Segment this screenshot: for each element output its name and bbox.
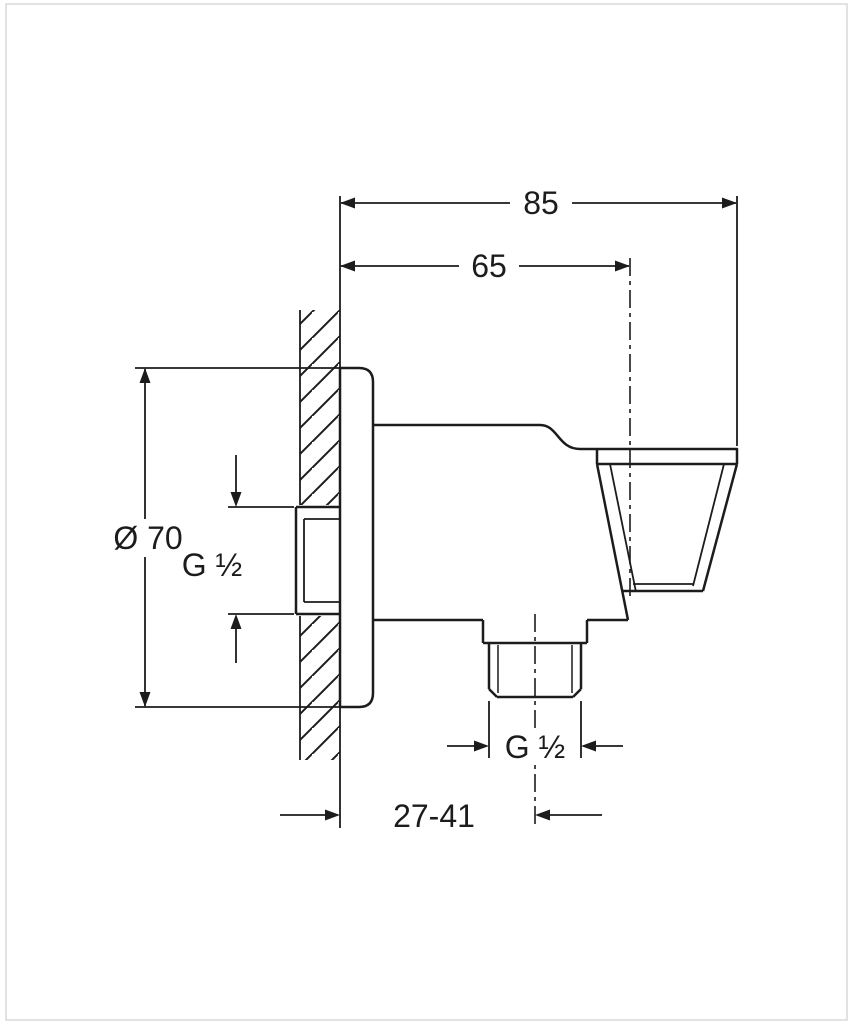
arrowhead-up-icon (139, 368, 151, 383)
flange (338, 366, 375, 709)
dimension-flange-diameter: Ø 70 (100, 367, 340, 708)
shower-holder (595, 449, 739, 621)
arrowhead-right-icon (325, 809, 340, 821)
label-backing (510, 186, 572, 219)
arrowhead-down-icon (230, 492, 242, 507)
inlet-socket-clearing (294, 505, 340, 616)
inlet-socket (294, 505, 340, 616)
dimension-depth-range: 27-41 (280, 798, 602, 834)
arrowhead-right-icon (474, 740, 489, 752)
arrowhead-left-icon (535, 809, 550, 821)
body-top-edge (373, 423, 739, 464)
arrowhead-left-icon (340, 260, 355, 272)
dim-holder-axis-label: 65 (471, 248, 507, 284)
outlet-collar (481, 620, 589, 645)
label-backing (500, 728, 570, 764)
inlet-thread-label: G ½ (182, 547, 242, 583)
arrowhead-left-icon (581, 740, 596, 752)
holder-rim (595, 449, 737, 466)
inlet-socket-inner (303, 518, 340, 603)
body-outline (373, 423, 739, 622)
inlet-socket-outer (294, 505, 340, 616)
arrowhead-up-icon (230, 614, 242, 629)
arrowhead-down-icon (139, 692, 151, 707)
page-border (5, 3, 848, 1021)
dimension-inlet-thread: G ½ (182, 455, 294, 663)
outlet-thread-outline (487, 643, 583, 699)
label-backing (459, 249, 519, 282)
outlet-thread-root-lines (497, 645, 573, 693)
holder-inner-walls (609, 463, 725, 593)
dim-total-depth-label: 85 (523, 185, 559, 221)
extension-lines-outlet (488, 701, 582, 758)
depth-range-label: 27-41 (393, 798, 475, 834)
extension-lines-flange (135, 367, 340, 708)
holder-outer-left-wall (595, 463, 630, 621)
outlet-thread-label: G ½ (505, 729, 565, 765)
dimension-total-depth: 85 (340, 185, 738, 446)
arrowhead-right-icon (722, 197, 737, 209)
arrowhead-left-icon (340, 197, 355, 209)
arrowhead-right-icon (615, 260, 630, 272)
holder-outer-right-wall (701, 463, 739, 592)
dim-flange-diameter-label: Ø 70 (113, 520, 182, 556)
centerlines (534, 258, 631, 828)
dimension-depth-to-holder: 65 (340, 248, 630, 284)
label-backing (100, 519, 196, 557)
extension-lines-inlet (228, 506, 294, 615)
outlet-nipple (481, 620, 589, 699)
dimension-outlet-thread: G ½ (447, 701, 623, 765)
dimensions: 85 65 Ø 70 G ½ (100, 185, 738, 834)
